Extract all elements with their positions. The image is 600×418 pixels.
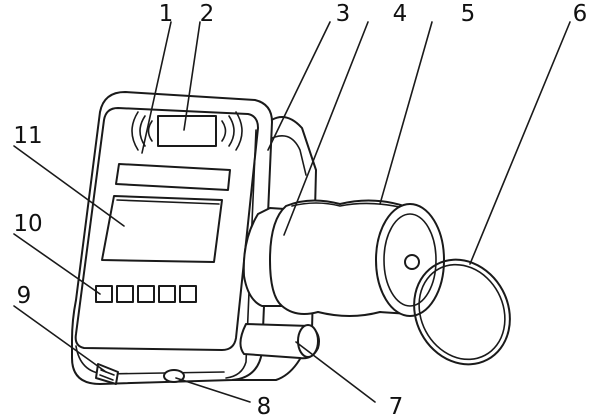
label-1: 1 <box>159 1 174 27</box>
leader-11 <box>13 145 125 227</box>
display-screen <box>101 195 223 263</box>
signal-arc-right-2 <box>228 115 235 147</box>
label-10: 10 <box>13 211 42 237</box>
leader-7 <box>295 341 376 403</box>
clamp-ring-inner-edge <box>267 134 307 176</box>
housing-side-edge <box>225 129 257 379</box>
leader-5 <box>379 21 433 205</box>
label-9: 9 <box>17 283 32 309</box>
label-11: 11 <box>13 123 42 149</box>
indicator-strip <box>115 163 231 191</box>
label-4: 4 <box>393 1 408 27</box>
lanyard-ring-inner <box>418 263 506 361</box>
leader-6 <box>469 21 571 265</box>
side-peg-end <box>297 324 319 358</box>
button-3 <box>137 285 155 303</box>
label-3: 3 <box>336 1 351 27</box>
leader-9 <box>13 305 107 373</box>
sensor-window <box>157 115 217 147</box>
signal-arc-left-1 <box>147 120 153 142</box>
button-row <box>95 285 197 303</box>
label-2: 2 <box>200 1 215 27</box>
ring-pivot <box>404 254 420 270</box>
leader-2 <box>183 21 201 131</box>
handle-cylinder <box>269 199 411 317</box>
button-4 <box>158 285 176 303</box>
leader-3 <box>267 21 331 151</box>
leader-10 <box>13 233 101 295</box>
leader-lines <box>13 21 571 403</box>
display-screen-bevel <box>116 199 220 205</box>
button-1 <box>95 285 113 303</box>
signal-arc-right-1 <box>221 120 227 142</box>
signal-arc-right-3 <box>235 111 243 151</box>
handle-end-cap-rim <box>383 213 437 307</box>
label-5: 5 <box>461 1 476 27</box>
label-8: 8 <box>257 394 272 418</box>
leader-8 <box>175 377 251 403</box>
leader-1 <box>141 21 172 154</box>
lanyard-ring <box>413 258 511 366</box>
button-2 <box>116 285 134 303</box>
label-7: 7 <box>389 394 404 418</box>
button-5 <box>179 285 197 303</box>
handle-cylinder-top-edge <box>291 202 405 209</box>
leader-4 <box>283 21 369 236</box>
label-6: 6 <box>573 1 588 27</box>
signal-arc-left-3 <box>131 111 139 151</box>
